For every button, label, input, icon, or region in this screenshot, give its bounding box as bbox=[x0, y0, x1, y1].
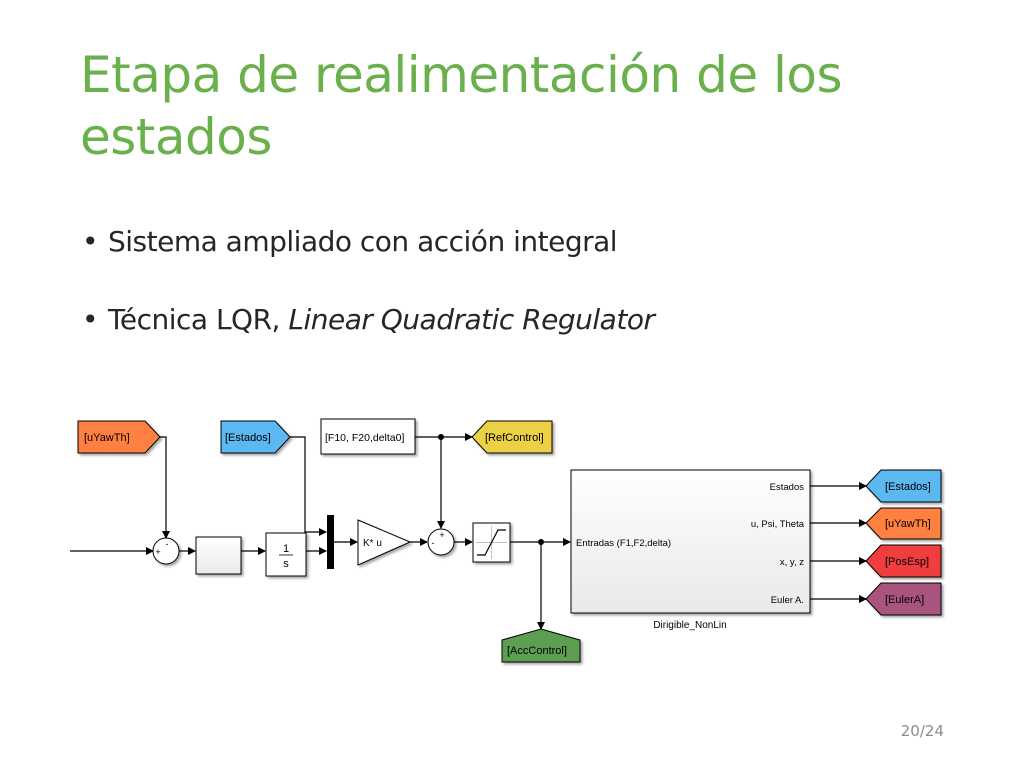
bullet-dot-icon: • bbox=[82, 225, 99, 258]
saturation-block bbox=[472, 522, 511, 563]
bullet-item: • Sistema ampliado con acción integral bbox=[82, 224, 654, 260]
tag-label: [RefControl] bbox=[485, 432, 544, 444]
goto-tag-acccontrol: [AccControl] bbox=[501, 628, 581, 663]
signal-line bbox=[290, 436, 327, 536]
tag-label: [uYawTh] bbox=[885, 518, 931, 530]
sum-block-1: - + bbox=[152, 537, 180, 565]
gain-label: K* u bbox=[363, 538, 382, 549]
signal-lines bbox=[70, 433, 867, 630]
integrator-block: 1 s bbox=[265, 532, 307, 577]
subsystem-name: Dirigible_NonLin bbox=[653, 620, 726, 631]
sum-sign: + bbox=[155, 547, 160, 557]
goto-tag-estados: [Estados] bbox=[865, 469, 942, 503]
goto-tag-refcontrol: [RefControl] bbox=[471, 420, 553, 454]
slide-title: Etapa de realimentación de los estados bbox=[80, 46, 843, 166]
bullet-list: • Sistema ampliado con acción integral •… bbox=[82, 224, 655, 380]
from-tag-estados: [Estados] bbox=[220, 420, 291, 454]
signal-line bbox=[160, 436, 170, 539]
goto-tag-eulera: [EulerA] bbox=[865, 582, 942, 616]
constant-block: [F10, F20,delta0] bbox=[320, 418, 416, 455]
sum-sign: + bbox=[439, 530, 444, 540]
bullet-text: Sistema ampliado con acción integral bbox=[108, 225, 618, 258]
mux-block bbox=[327, 515, 334, 569]
subsystem-input-port: Entradas (F1,F2,delta) bbox=[576, 538, 671, 549]
simulink-diagram: [uYawTh] [Estados] [F10, F20,delta0] [Re… bbox=[70, 418, 942, 663]
tag-label: [Estados] bbox=[885, 481, 931, 493]
branch-point bbox=[438, 434, 444, 440]
page-number: 20/24 bbox=[900, 722, 944, 740]
subsystem-dirigible: Entradas (F1,F2,delta) Estados u, Psi, T… bbox=[570, 469, 811, 631]
subsystem-output-port: Estados bbox=[770, 482, 805, 493]
gain-block: K* u bbox=[357, 519, 412, 566]
subsystem-output-port: u, Psi, Theta bbox=[751, 519, 805, 530]
branch-point bbox=[538, 539, 544, 545]
integrator-denominator: s bbox=[283, 558, 289, 570]
sum-sign: - bbox=[432, 538, 435, 548]
tag-label: [AccControl] bbox=[507, 645, 567, 657]
subsystem-output-port: Euler A. bbox=[771, 595, 804, 606]
goto-tag-uyawth: [uYawTh] bbox=[865, 507, 942, 540]
subsystem-output-port: x, y, z bbox=[780, 557, 804, 568]
branch-points bbox=[438, 434, 544, 545]
bullet-italic-text: Linear Quadratic Regulator bbox=[288, 303, 655, 336]
constant-label: [F10, F20,delta0] bbox=[325, 432, 404, 444]
tag-label: [uYawTh] bbox=[84, 432, 130, 444]
bullet-item: • Técnica LQR, Linear Quadratic Regulato… bbox=[82, 302, 655, 338]
goto-tag-posesp: [PosEsp] bbox=[865, 544, 942, 578]
bullet-text: Técnica LQR, bbox=[108, 303, 289, 336]
tag-label: [PosEsp] bbox=[885, 556, 929, 568]
sum-block-2: + - bbox=[427, 528, 455, 556]
sum-sign: - bbox=[166, 539, 169, 549]
integrator-numerator: 1 bbox=[283, 543, 289, 555]
bullet-dot-icon: • bbox=[82, 303, 99, 336]
from-tag-uyawth: [uYawTh] bbox=[77, 420, 161, 454]
controller-block bbox=[195, 536, 242, 575]
tag-label: [EulerA] bbox=[885, 594, 924, 606]
tag-label: [Estados] bbox=[225, 432, 271, 444]
